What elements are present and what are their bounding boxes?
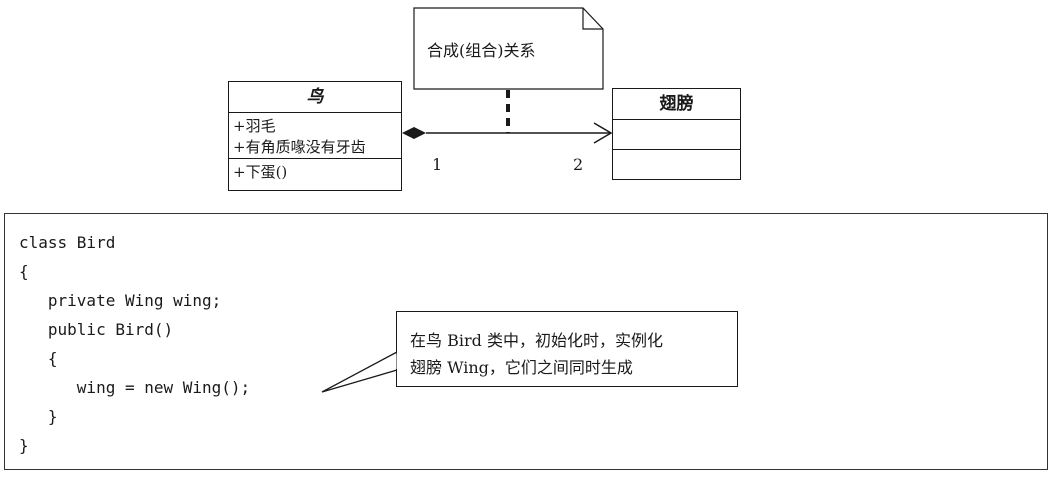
code-line: { <box>19 262 29 281</box>
note-text: 合成(组合)关系 <box>427 41 536 60</box>
callout-text-line: 在鸟 Bird 类中，初始化时，实例化 <box>410 331 663 350</box>
callout-annotation: 在鸟 Bird 类中，初始化时，实例化 翅膀 Wing，它们之间同时生成 <box>396 311 738 387</box>
callout-text-line: 翅膀 Wing，它们之间同时生成 <box>410 358 633 377</box>
code-line: class Bird <box>19 233 116 252</box>
attribute-beak: +有角质喙没有牙齿 <box>233 138 366 156</box>
class-wing: 翅膀 <box>612 88 741 180</box>
code-line: private Wing wing; <box>19 291 222 310</box>
code-panel <box>4 213 1048 470</box>
class-bird-attributes: +羽毛 +有角质喙没有牙齿 <box>229 113 401 159</box>
callout-box <box>396 311 738 387</box>
code-line: wing = new Wing(); <box>19 378 251 397</box>
code-line: public Bird() <box>19 320 174 339</box>
multiplicity-target: 2 <box>573 155 584 174</box>
code-line: } <box>19 407 58 426</box>
attribute-feather: +羽毛 <box>233 117 276 135</box>
operation-lay-egg: +下蛋() <box>233 163 288 181</box>
code-line: { <box>19 349 58 368</box>
class-bird-operations: +下蛋() <box>229 159 401 190</box>
class-bird-name: 鸟 <box>229 82 401 113</box>
navigability-arrowhead <box>593 122 613 144</box>
composition-diamond <box>402 127 426 139</box>
note-composition: 合成(组合)关系 <box>413 7 604 90</box>
class-bird: 鸟 +羽毛 +有角质喙没有牙齿 +下蛋() <box>228 81 402 191</box>
code-line: } <box>19 436 29 455</box>
class-wing-attributes <box>613 120 740 150</box>
class-wing-name: 翅膀 <box>613 89 740 120</box>
multiplicity-source: 1 <box>432 155 443 174</box>
